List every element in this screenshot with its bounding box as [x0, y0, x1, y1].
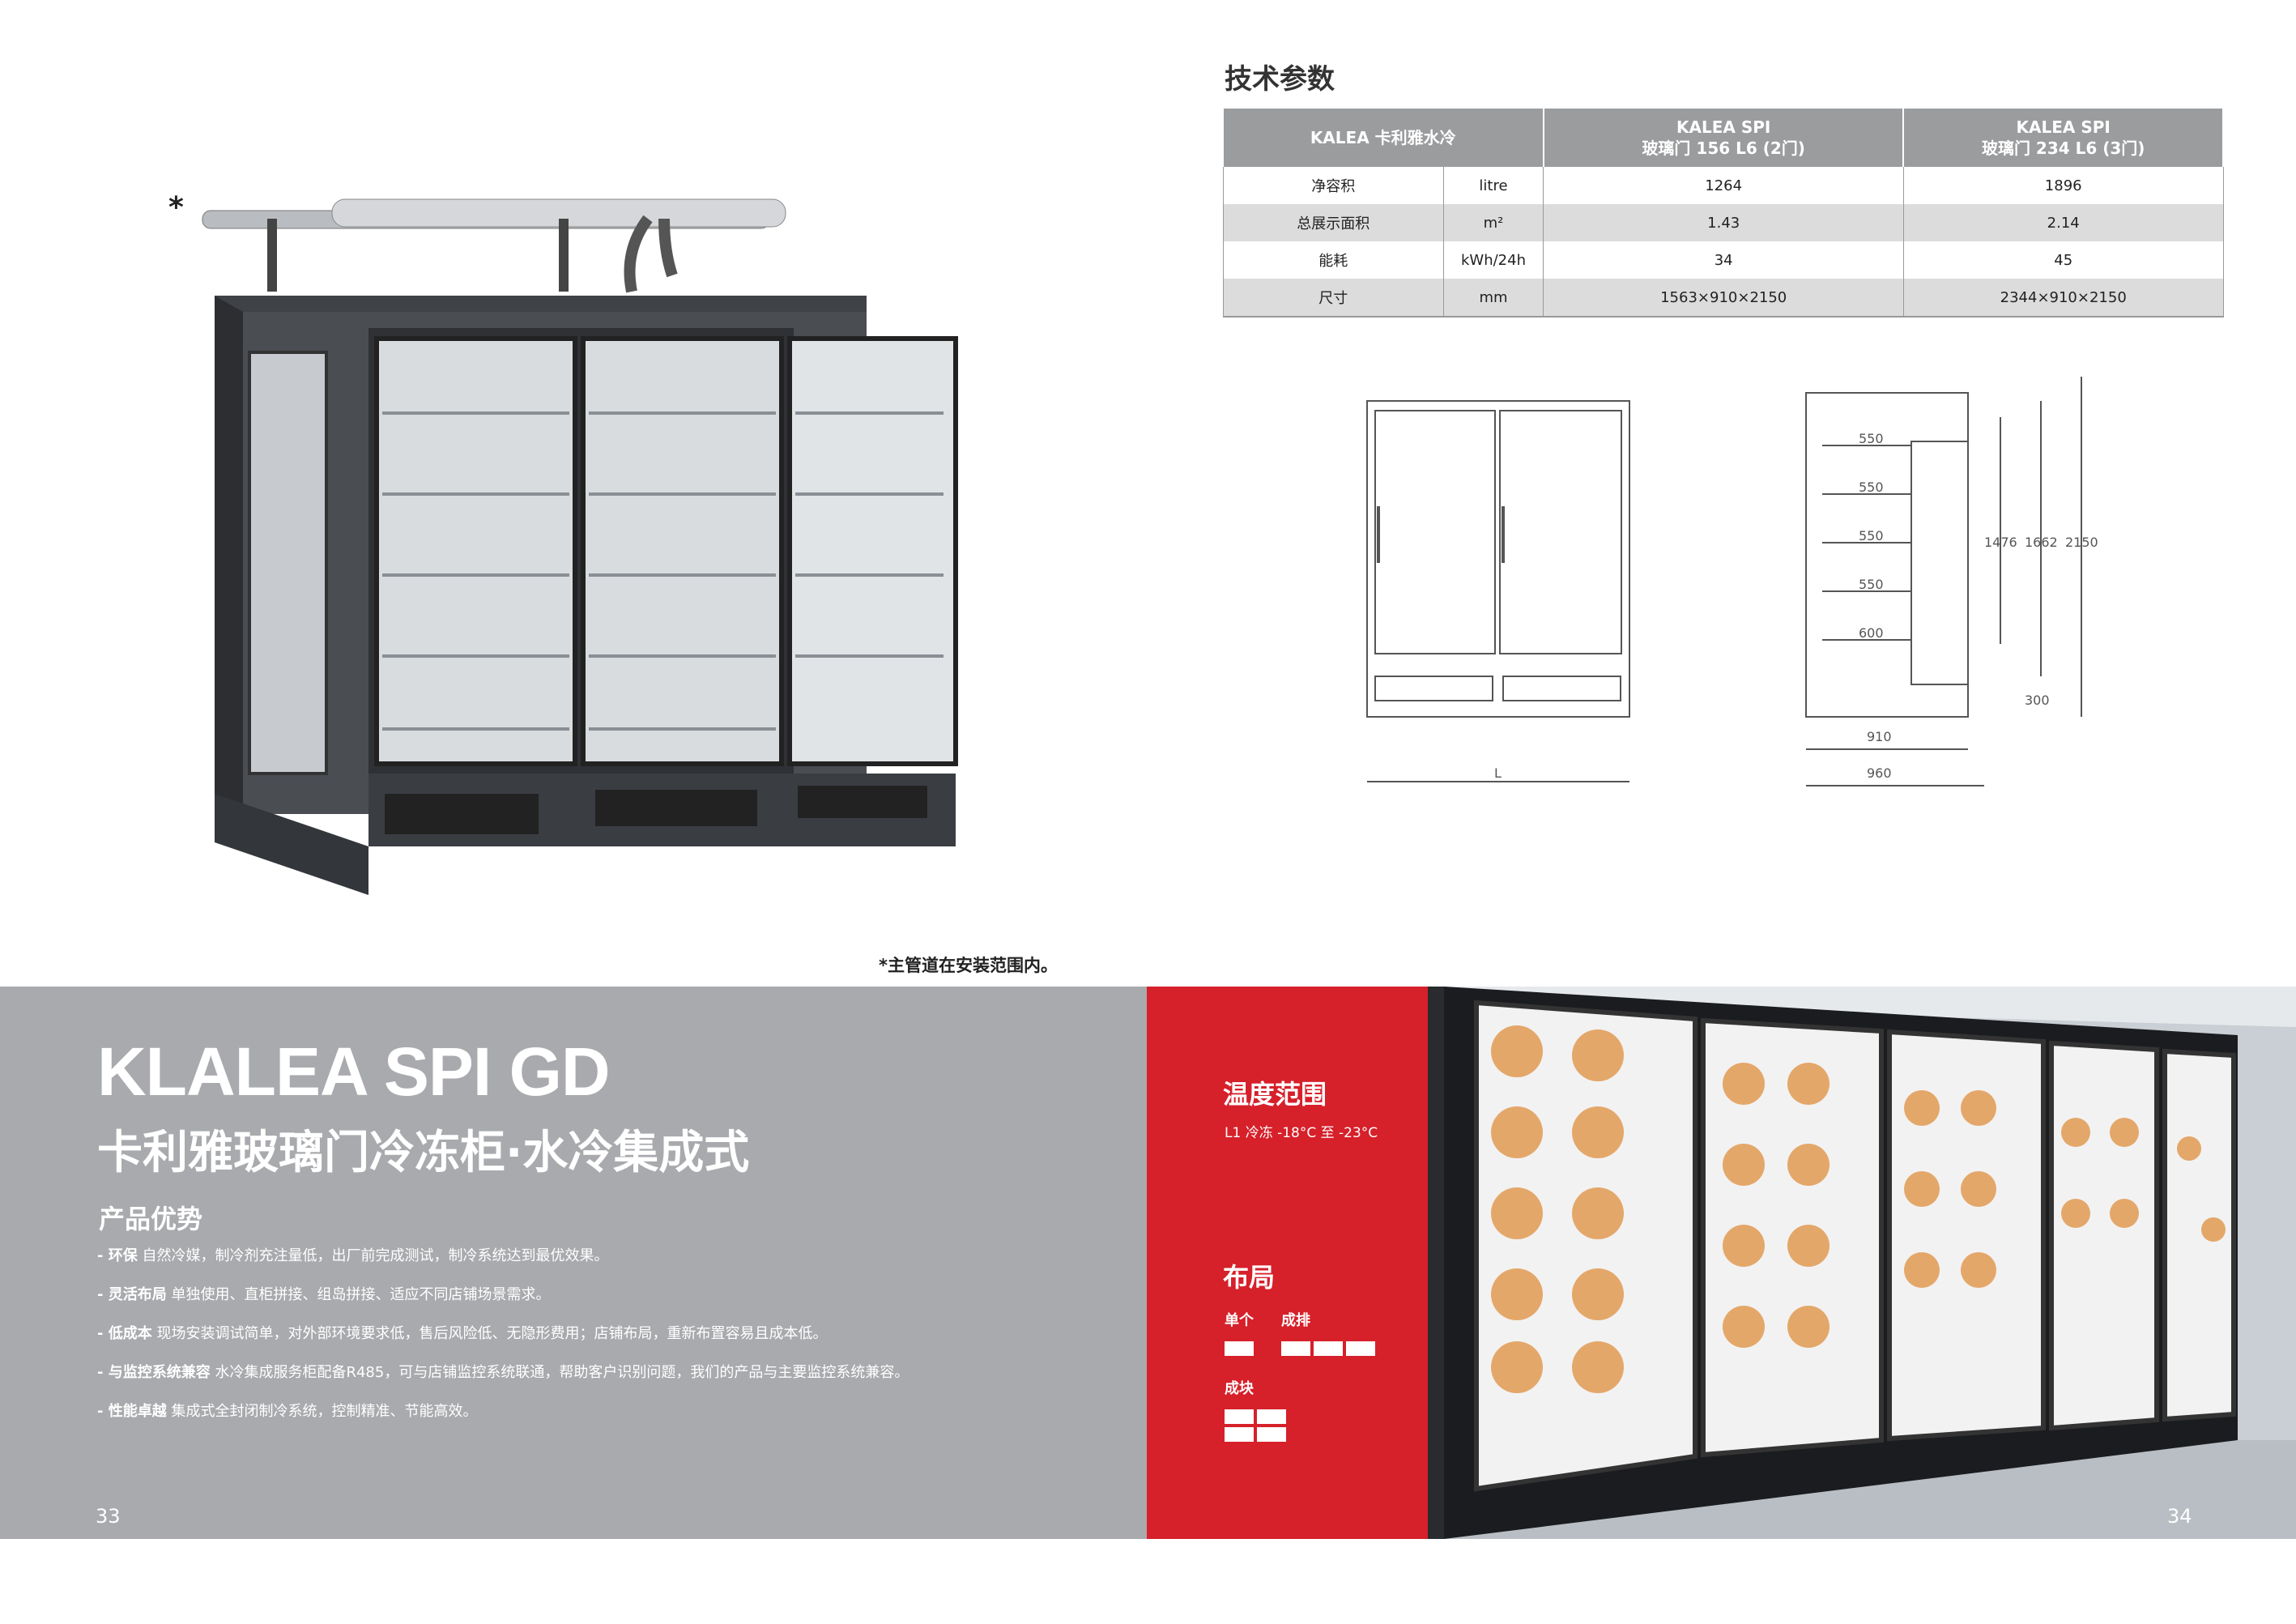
spec-value-2door: 1264 [1543, 167, 1904, 204]
layout-row-icon [1346, 1341, 1375, 1356]
advantages-list: - 环保 自然冷媒，制冷剂充注量低，出厂前完成测试，制冷系统达到最优效果。 - … [97, 1246, 1134, 1440]
spec-row: 总展示面积 m² 1.43 2.14 [1223, 204, 2224, 241]
page-number-right: 34 [2167, 1505, 2192, 1528]
advantage-item: - 性能卓越 集成式全封闭制冷系统，控制精准、节能高效。 [97, 1403, 478, 1420]
layout-title: 布局 [1223, 1262, 1276, 1293]
layout-block-icon [1257, 1427, 1286, 1442]
shelf-dim: 600 [1859, 625, 1884, 641]
store-installation-photo [1428, 987, 2296, 1539]
spec-value-3door: 2.14 [1903, 204, 2224, 241]
footnote-marker: * [168, 191, 184, 224]
spec-unit: litre [1443, 167, 1544, 204]
base-dim: 300 [2025, 693, 2050, 708]
layout-block-icon [1225, 1427, 1254, 1442]
layout-block-icon [1225, 1409, 1254, 1424]
spec-label: 净容积 [1223, 167, 1444, 204]
layout-row-icon [1281, 1341, 1310, 1356]
page-number-left: 33 [96, 1505, 121, 1528]
advantage-item: - 灵活布局 单独使用、直柜拼接、组岛拼接、适应不同店铺场景需求。 [97, 1286, 551, 1303]
spec-title: 技术参数 [1225, 63, 1335, 96]
spec-value-3door: 2344×910×2150 [1903, 279, 2224, 318]
spec-row: 净容积 litre 1264 1896 [1223, 167, 2224, 204]
advantage-item: - 与监控系统兼容 水冷集成服务柜配备R485，可与店铺监控系统联通，帮助客户识… [97, 1364, 909, 1381]
advantages-title: 产品优势 [99, 1204, 203, 1234]
spec-label: 尺寸 [1223, 279, 1444, 318]
layout-single-label: 单个 [1225, 1312, 1254, 1329]
product-title: KLALEA SPI GD [97, 1034, 611, 1110]
specs-side-panel [1147, 987, 1428, 1539]
footnote: *主管道在安装范围内。 [879, 956, 1058, 975]
shelf-dim: 550 [1859, 480, 1884, 495]
spec-value-2door: 1563×910×2150 [1543, 279, 1904, 318]
spec-row: 能耗 kWh/24h 34 45 [1223, 241, 2224, 279]
depth-dim: 960 [1867, 765, 1892, 781]
spec-label: 能耗 [1223, 241, 1444, 279]
spec-unit: kWh/24h [1443, 241, 1544, 279]
spec-row: 尺寸 mm 1563×910×2150 2344×910×2150 [1223, 279, 2224, 318]
shelf-dim: 550 [1859, 431, 1884, 446]
side-view-drawing: 550 550 550 550 600 1476 1662 2150 300 9… [1805, 377, 2098, 786]
product-subtitle: 卡利雅玻璃门冷冻柜·水冷集成式 [97, 1127, 750, 1179]
advantage-item: - 低成本 现场安装调试简单，对外部环境要求低，售后风险低、无隐形费用；店铺布局… [97, 1325, 828, 1342]
spec-value-3door: 1896 [1903, 167, 2224, 204]
spec-value-2door: 34 [1543, 241, 1904, 279]
front-view-drawing: L [1366, 400, 1630, 782]
depth-dim: 910 [1867, 729, 1892, 744]
layout-block-label: 成块 [1225, 1380, 1254, 1397]
product-info-panel [0, 987, 1147, 1539]
advantage-item: - 环保 自然冷媒，制冷剂充注量低，出厂前完成测试，制冷系统达到最优效果。 [97, 1247, 609, 1264]
shelf-dim: 550 [1859, 528, 1884, 543]
spec-value-3door: 45 [1903, 241, 2224, 279]
shelf-dim: 550 [1859, 577, 1884, 592]
product-cabinet-image [202, 198, 958, 895]
spec-unit: mm [1443, 279, 1544, 318]
layout-row-icon [1314, 1341, 1343, 1356]
temperature-range: L1 冷冻 -18°C 至 -23°C [1225, 1125, 1378, 1141]
layout-block-icon [1257, 1409, 1286, 1424]
spec-unit: m² [1443, 204, 1544, 241]
layout-row-label: 成排 [1281, 1312, 1310, 1329]
temperature-title: 温度范围 [1223, 1079, 1327, 1110]
width-label: L [1494, 765, 1502, 781]
spec-label: 总展示面积 [1223, 204, 1444, 241]
layout-single-icon [1225, 1341, 1254, 1356]
spec-value-2door: 1.43 [1543, 204, 1904, 241]
spec-header-model: KALEA 卡利雅水冷 [1223, 109, 1544, 167]
